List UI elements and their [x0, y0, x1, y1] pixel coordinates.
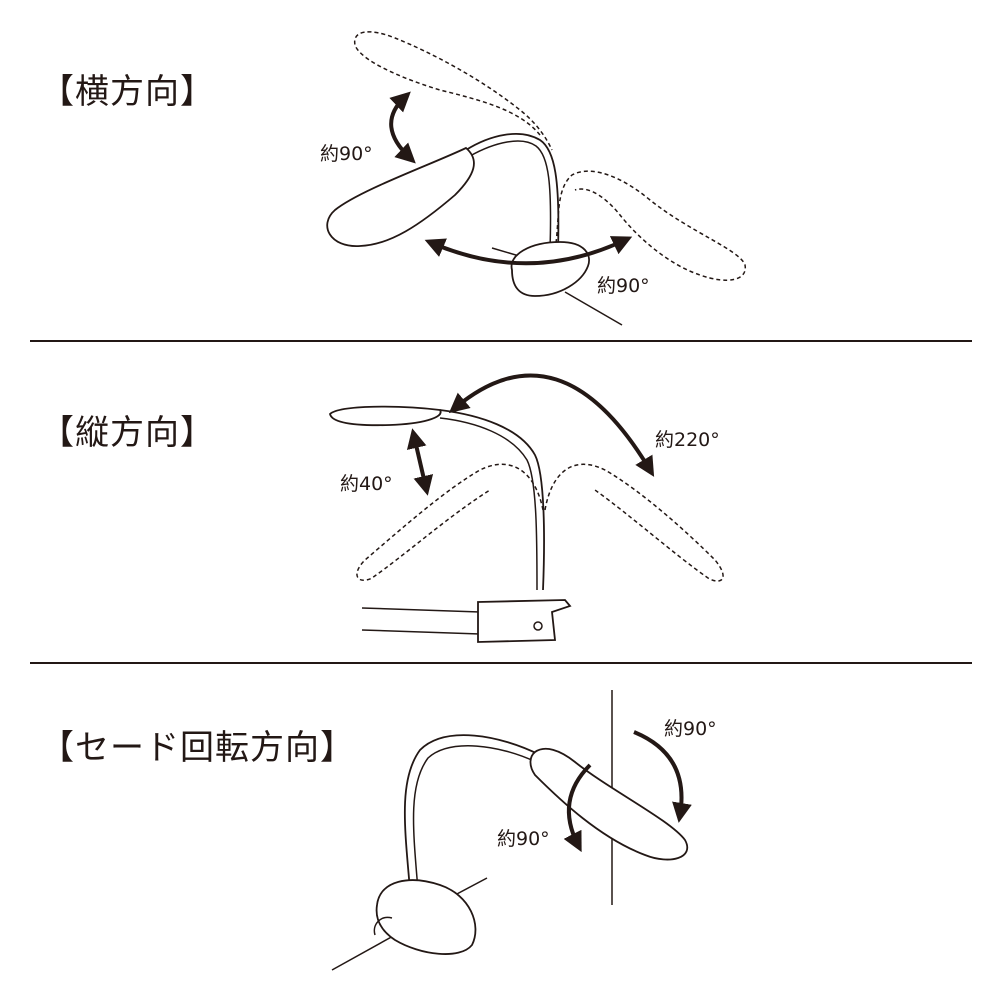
shade-rotation-diagram [331, 690, 692, 971]
angle-label-r-side: 約90° [497, 828, 550, 850]
angle-label-h-base: 約90° [597, 275, 650, 297]
horizontal-rotation-diagram [326, 31, 746, 326]
section-heading-shade-rotation: 【セード回転方向】 [40, 728, 355, 768]
section-heading-horizontal: 【横方向】 [40, 72, 215, 112]
divider-1 [30, 340, 972, 342]
divider-2 [30, 662, 972, 664]
angle-label-v-total: 約220° [655, 429, 720, 451]
angle-label-v-shade: 約40° [340, 473, 393, 495]
angle-label-r-top: 約90° [664, 718, 717, 740]
vertical-rotation-diagram [329, 373, 724, 643]
section-heading-vertical: 【縦方向】 [40, 413, 215, 453]
angle-label-h-shade: 約90° [320, 143, 373, 165]
